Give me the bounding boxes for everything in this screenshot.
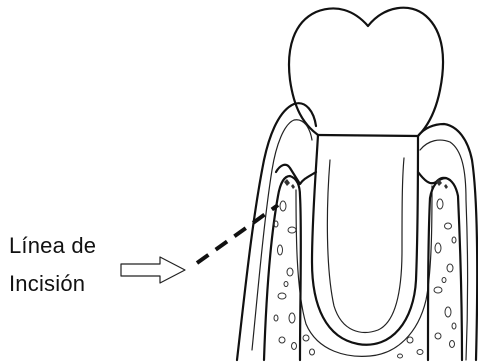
left-gingiva xyxy=(237,103,316,360)
right-bone-crest xyxy=(428,178,462,360)
pulp-canal xyxy=(327,158,404,332)
right-bone-trabeculae xyxy=(434,179,456,348)
left-bone-crest xyxy=(264,176,301,360)
right-gum-tip xyxy=(418,172,450,183)
lower-bone-specks xyxy=(303,335,423,358)
periodontal-ligament xyxy=(296,186,432,356)
left-gingiva-inner xyxy=(252,120,312,350)
hollow-arrow-icon xyxy=(121,257,185,283)
right-gingiva xyxy=(418,124,477,360)
tooth-crown xyxy=(289,8,443,136)
cemento-enamel-junction xyxy=(318,135,418,136)
